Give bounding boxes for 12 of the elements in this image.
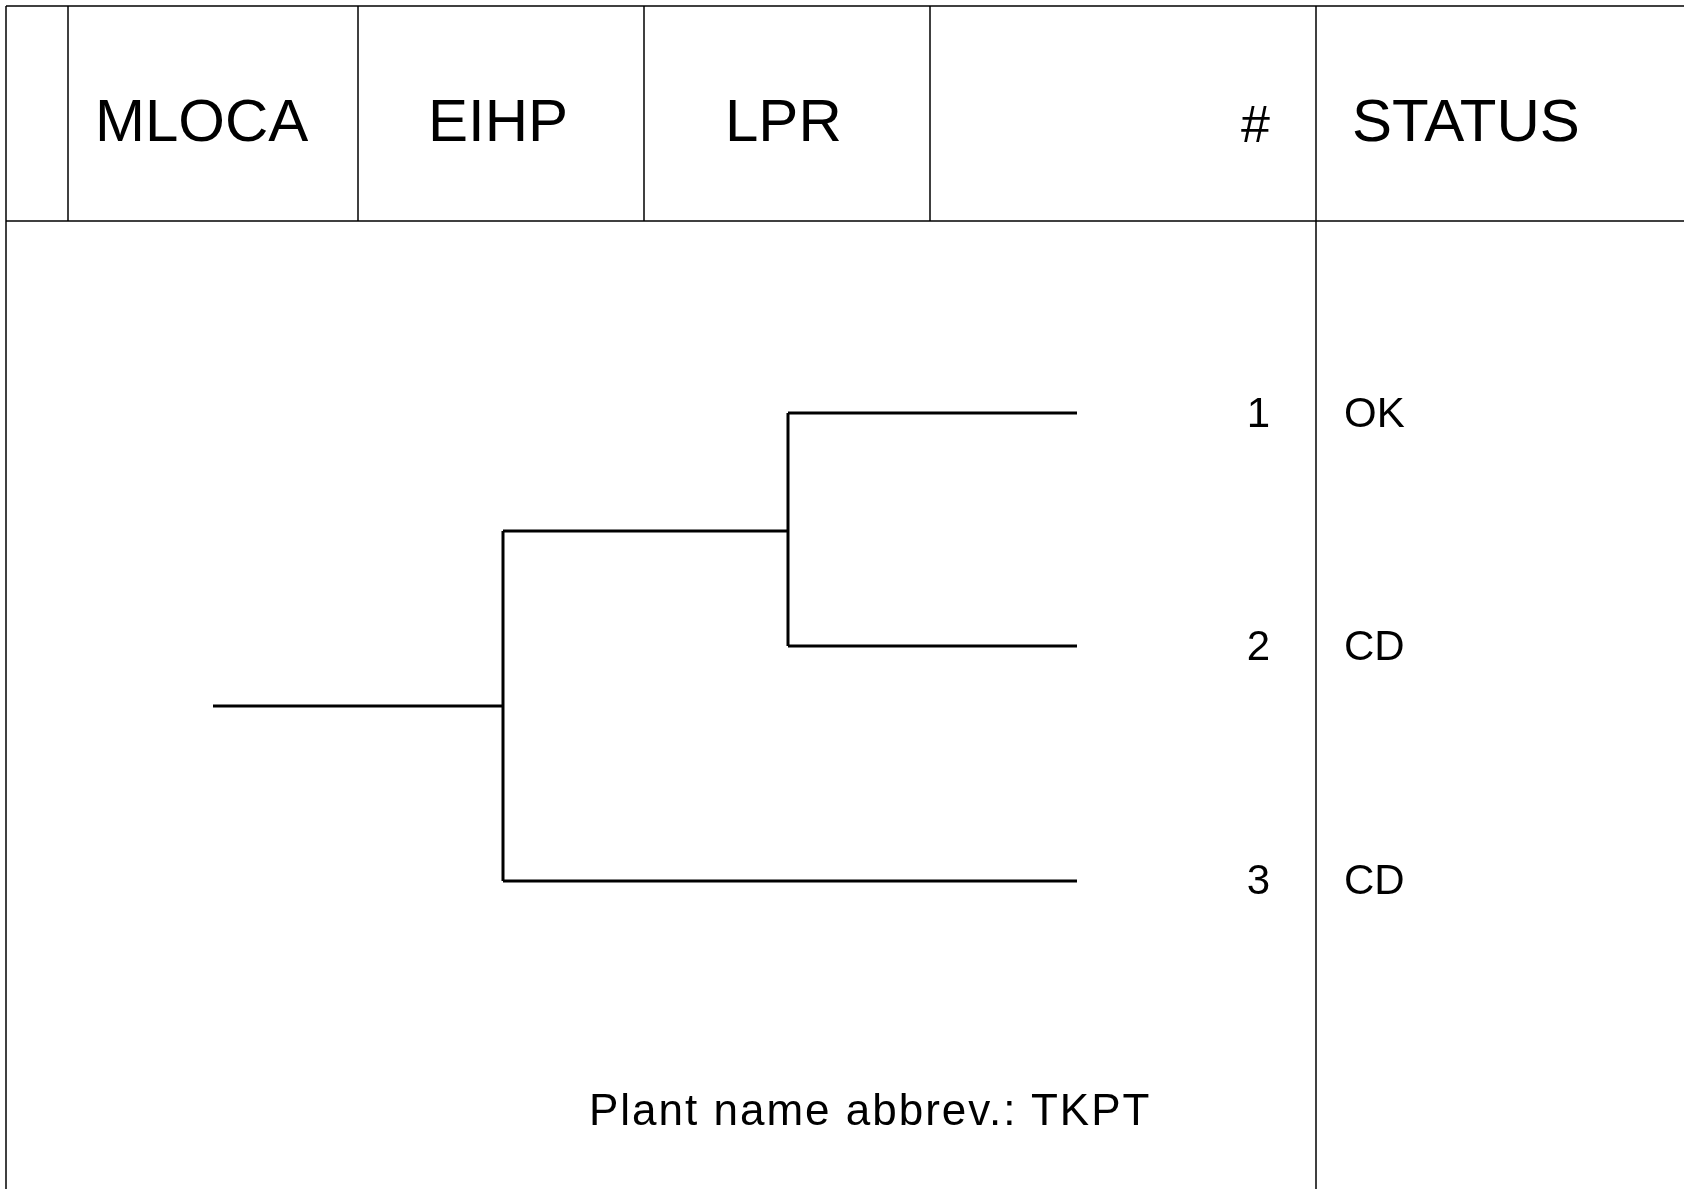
- column-header: EIHP: [428, 91, 569, 151]
- column-header: MLOCA: [95, 91, 309, 151]
- status-text: CD: [1344, 859, 1405, 901]
- status-text: OK: [1344, 392, 1405, 434]
- column-header: #: [1241, 98, 1270, 150]
- row-number: 3: [1246, 859, 1270, 901]
- column-header: LPR: [725, 91, 842, 151]
- column-header: STATUS: [1352, 91, 1580, 151]
- row-number: 1: [1246, 392, 1270, 434]
- plant-abbreviation-text: Plant name abbrev.: TKPT: [589, 1088, 1152, 1132]
- row-number: 2: [1246, 625, 1270, 667]
- status-text: CD: [1344, 625, 1405, 667]
